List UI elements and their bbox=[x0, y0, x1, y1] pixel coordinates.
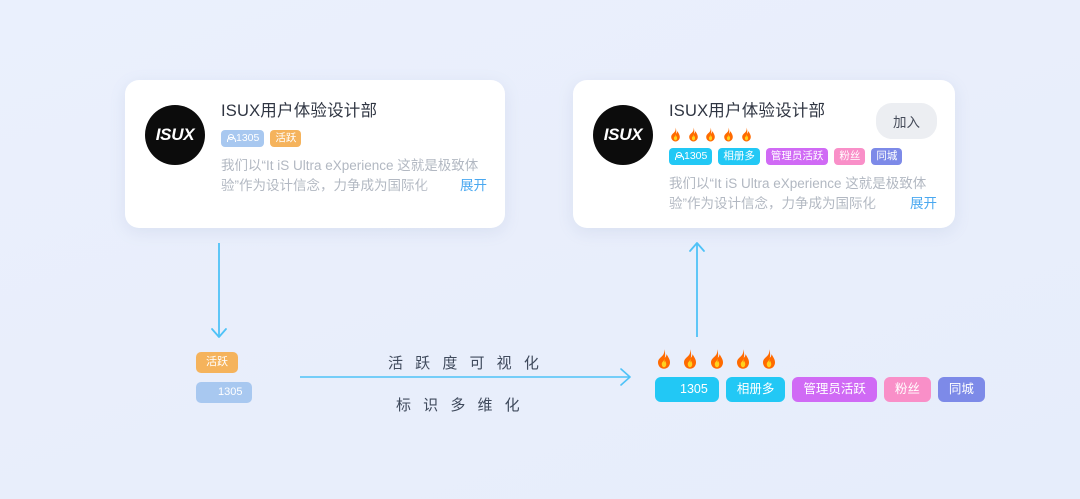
legend-tag-row: 1305 相册多 管理员活跃 粉丝 同城 bbox=[655, 377, 985, 402]
legend-tag-label: 活跃 bbox=[206, 356, 228, 368]
person-icon bbox=[666, 384, 676, 395]
badge-same-city: 同城 bbox=[871, 148, 903, 165]
legend-tag-label: 同城 bbox=[948, 382, 974, 397]
legend-row-active: 活跃 bbox=[196, 352, 306, 373]
legend-tag-active: 活跃 bbox=[196, 352, 238, 373]
group-title: ISUX用户体验设计部 bbox=[669, 102, 826, 120]
legend-tag-fans: 粉丝 bbox=[883, 377, 931, 402]
person-icon bbox=[226, 133, 236, 143]
legend-tag-label: 相册多 bbox=[736, 382, 775, 397]
person-icon bbox=[674, 151, 684, 161]
badge-row-after: 1305 相册多 管理员活跃 粉丝 同城 bbox=[669, 148, 937, 165]
legend-tag-member-count: 1305 bbox=[196, 382, 253, 403]
avatar-label: ISUX bbox=[155, 125, 195, 144]
legend-after: 1305 相册多 管理员活跃 粉丝 同城 bbox=[655, 348, 985, 402]
flame-icon bbox=[722, 127, 735, 142]
group-card-after[interactable]: ISUX ISUX用户体验设计部 加入 bbox=[573, 80, 955, 228]
badge-label: 同城 bbox=[876, 150, 898, 163]
arrow-up-to-after-card bbox=[689, 242, 705, 337]
group-title: ISUX用户体验设计部 bbox=[221, 102, 378, 120]
flame-icon bbox=[681, 348, 699, 370]
person-icon bbox=[206, 388, 215, 398]
legend-tag-member-count: 1305 bbox=[655, 377, 719, 402]
activity-flame-rating bbox=[669, 127, 937, 142]
badge-member-count: 1305 bbox=[221, 130, 265, 147]
badge-label: 相册多 bbox=[723, 150, 755, 163]
badge-fans: 粉丝 bbox=[834, 148, 866, 165]
description-text: 我们以“It iS Ultra eXperience 这就是极致体验”作为设计信… bbox=[221, 157, 479, 193]
card-body: ISUX用户体验设计部 1305 活跃 我们以“It iS Ultra eXpe… bbox=[205, 100, 487, 228]
expand-link[interactable]: 展开 bbox=[908, 193, 937, 214]
badge-active: 活跃 bbox=[270, 130, 302, 147]
legend-row-members: 1305 bbox=[196, 382, 306, 403]
join-button[interactable]: 加入 bbox=[876, 103, 937, 139]
group-card-before[interactable]: ISUX ISUX用户体验设计部 1305 活跃 我们以“It iS Ultra… bbox=[125, 80, 505, 228]
legend-tag-same-city: 同城 bbox=[937, 377, 985, 402]
flame-icon bbox=[669, 127, 682, 142]
flame-icon bbox=[734, 348, 752, 370]
badge-albums: 相册多 bbox=[718, 148, 760, 165]
caption-multidimensional-tags: 标 识 多 维 化 bbox=[396, 397, 524, 414]
flame-icon bbox=[760, 348, 778, 370]
arrow-down-from-before-card bbox=[211, 243, 227, 338]
flame-icon bbox=[687, 127, 700, 142]
badge-row-before: 1305 活跃 bbox=[221, 130, 487, 147]
badge-member-count: 1305 bbox=[669, 148, 713, 165]
badge-label: 活跃 bbox=[275, 132, 297, 144]
card-inner: ISUX ISUX用户体验设计部 1305 活跃 我们以“It iS Ultra… bbox=[125, 80, 505, 228]
flame-icon bbox=[704, 127, 717, 142]
flame-icon bbox=[655, 348, 673, 370]
legend-flame-rating bbox=[655, 348, 985, 370]
badge-label: 粉丝 bbox=[839, 150, 861, 163]
description-text: 我们以“It iS Ultra eXperience 这就是极致体验”作为设计信… bbox=[669, 175, 927, 211]
badge-admin-active: 管理员活跃 bbox=[765, 148, 829, 165]
legend-tag-label: 1305 bbox=[680, 382, 708, 397]
card-inner: ISUX ISUX用户体验设计部 加入 bbox=[573, 80, 955, 228]
group-description: 我们以“It iS Ultra eXperience 这就是极致体验”作为设计信… bbox=[669, 174, 937, 214]
flame-icon bbox=[708, 348, 726, 370]
badge-label: 管理员活跃 bbox=[770, 150, 824, 163]
card-body: ISUX用户体验设计部 加入 bbox=[653, 100, 937, 228]
legend-tag-albums: 相册多 bbox=[725, 377, 786, 402]
avatar: ISUX bbox=[145, 105, 205, 165]
legend-tag-label: 粉丝 bbox=[894, 382, 920, 397]
group-description: 我们以“It iS Ultra eXperience 这就是极致体验”作为设计信… bbox=[221, 156, 487, 196]
avatar: ISUX bbox=[593, 105, 653, 165]
expand-link[interactable]: 展开 bbox=[458, 175, 487, 196]
badge-label: 1305 bbox=[236, 132, 260, 144]
avatar-label: ISUX bbox=[603, 125, 643, 144]
caption-activity-visualization: 活 跃 度 可 视 化 bbox=[388, 355, 543, 372]
legend-tag-label: 管理员活跃 bbox=[803, 382, 866, 397]
badge-label: 1305 bbox=[684, 150, 708, 163]
legend-tag-label: 1305 bbox=[218, 386, 243, 398]
legend-tag-admin-active: 管理员活跃 bbox=[792, 377, 877, 402]
flame-icon bbox=[740, 127, 753, 142]
legend-before: 活跃 1305 bbox=[196, 352, 306, 403]
